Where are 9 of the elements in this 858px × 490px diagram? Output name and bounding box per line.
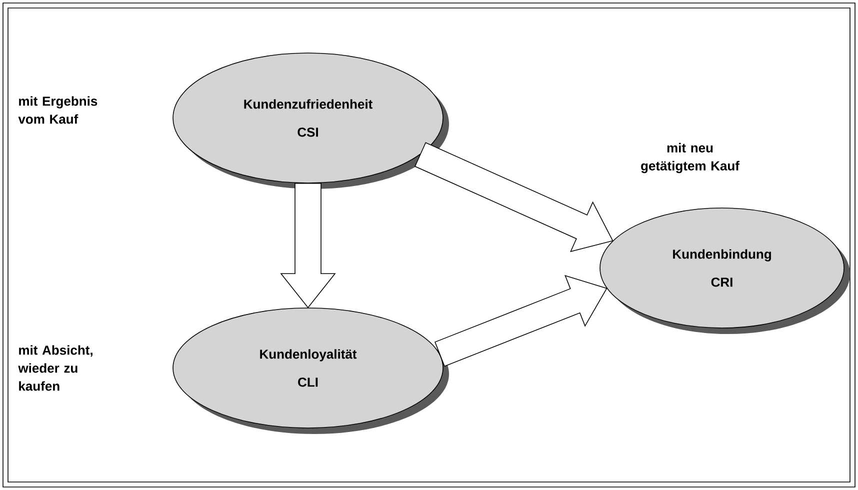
block-arrow [434, 275, 608, 367]
annotation: mit Absicht, wieder zu kaufen [18, 345, 92, 391]
block-arrow [414, 142, 614, 252]
annotation: mit neu getätigtem Kauf [641, 142, 740, 174]
ellipse-node: Kundenzufriedenheit CSI [172, 52, 449, 189]
block-arrow [280, 183, 336, 308]
ellipse-node: Kundenbindung CRI [600, 208, 850, 334]
annotation: mit Ergebnis vom Kauf [18, 96, 98, 124]
ellipse-node: Kundenloyalität CLI [172, 308, 449, 434]
